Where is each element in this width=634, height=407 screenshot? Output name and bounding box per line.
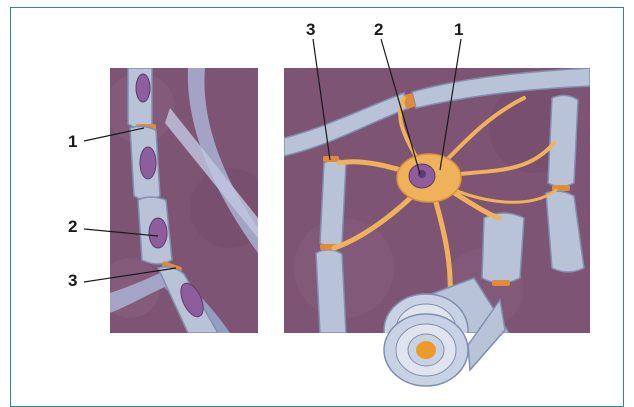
label-left-1: 1: [68, 133, 77, 150]
label-right-2: 2: [374, 21, 383, 38]
leader-right-3: [313, 39, 330, 160]
leader-left-1: [84, 128, 144, 141]
leader-left-3: [84, 268, 176, 282]
label-right-1: 1: [454, 21, 463, 38]
leader-right-1: [440, 39, 461, 170]
label-left-3: 3: [68, 272, 77, 289]
label-right-3: 3: [306, 21, 315, 38]
leader-right-2: [381, 39, 420, 174]
leader-left-2: [84, 229, 158, 236]
label-left-2: 2: [68, 218, 77, 235]
